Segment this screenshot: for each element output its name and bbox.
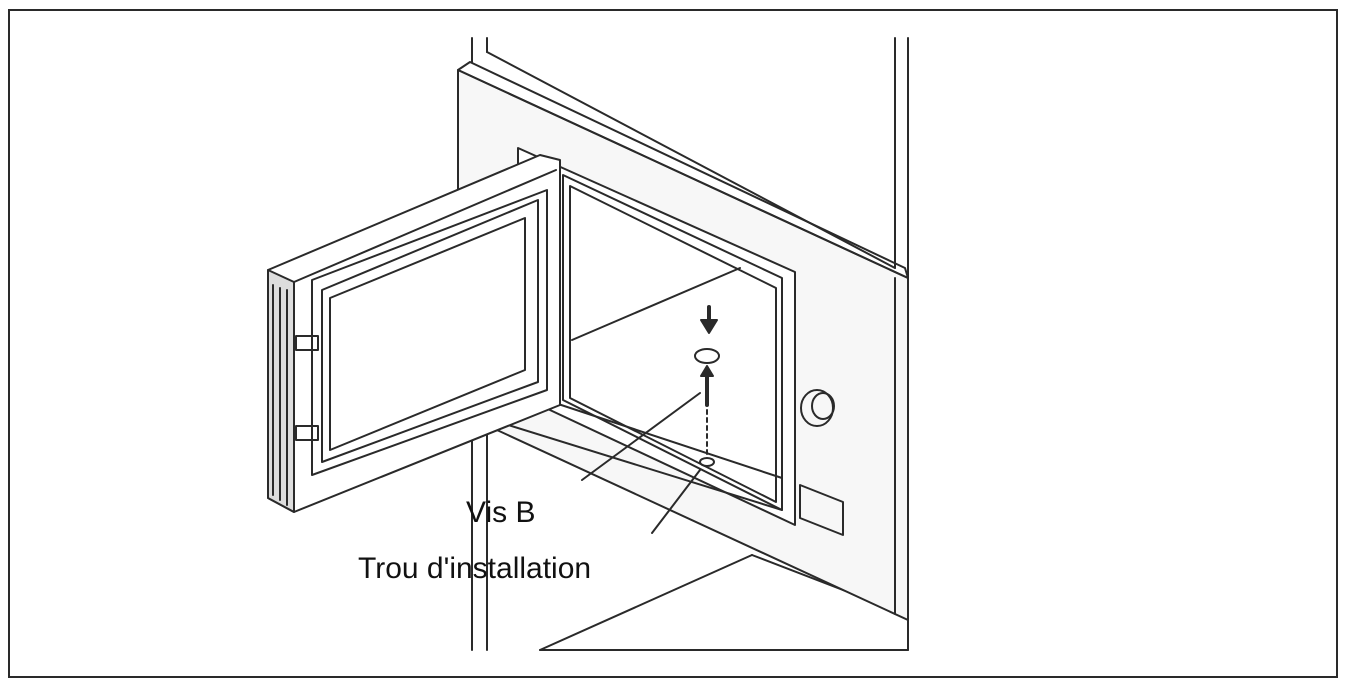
installation-hole-label: Trou d'installation xyxy=(358,552,592,585)
leader-lines xyxy=(581,392,701,534)
cabinet-outline xyxy=(471,37,909,651)
control-knob xyxy=(800,389,835,427)
door-latches xyxy=(295,335,319,441)
screw-label: Vis B xyxy=(466,496,536,529)
oven-door xyxy=(267,154,561,513)
screw-assembly xyxy=(694,305,720,467)
oven-cavity xyxy=(491,147,796,526)
display-window xyxy=(799,484,844,536)
